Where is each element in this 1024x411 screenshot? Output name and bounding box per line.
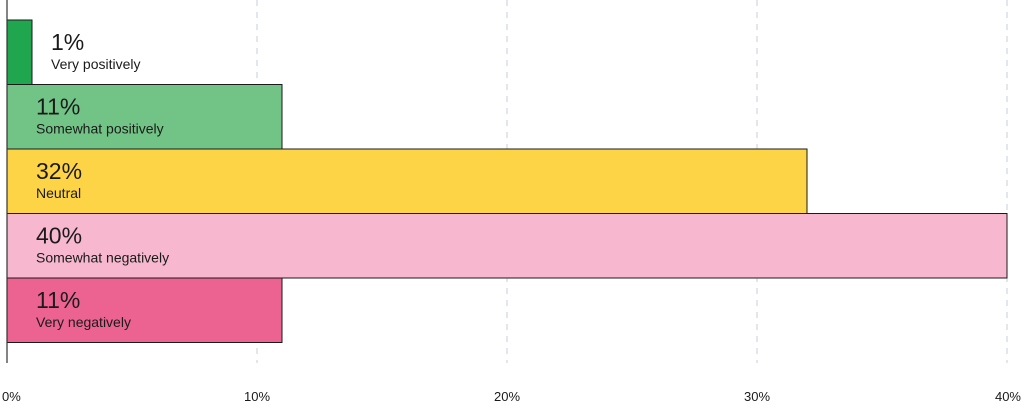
x-tick-label: 10% [244,389,270,404]
bar-value-label: 1% [51,29,84,55]
bar-value-label: 32% [36,158,82,184]
bars [6,19,1008,343]
x-tick-label: 20% [494,389,520,404]
bar-category-label: Somewhat negatively [36,250,169,266]
bar [6,213,1008,279]
bar [6,148,808,214]
bar [6,84,283,150]
bar-category-label: Somewhat positively [36,121,164,137]
bar-category-label: Neutral [36,185,81,201]
bar-category-label: Very negatively [36,314,131,330]
bar [6,277,283,343]
bar [6,19,33,85]
x-tick-label: 0% [2,389,21,404]
x-axis-ticks: 0% 10% 20% 30% 40% [2,389,1021,404]
x-tick-label: 40% [995,389,1021,404]
bar-value-label: 11% [36,287,80,313]
x-tick-label: 30% [744,389,770,404]
bar-category-label: Very positively [51,56,140,72]
bar-value-label: 40% [36,223,82,249]
bar-value-label: 11% [36,94,80,120]
